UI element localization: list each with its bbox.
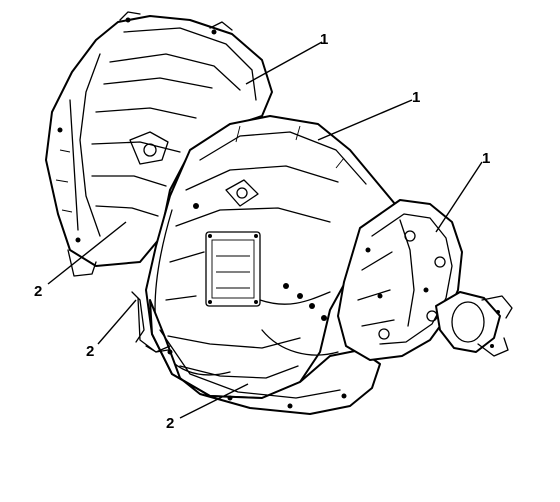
bell-housing (45, 11, 273, 277)
callout-1-main-case: 1 (412, 89, 420, 106)
output-yoke (435, 291, 513, 357)
front-mount-pad (131, 291, 169, 353)
leader-line-1-bell (245, 41, 323, 85)
callout-2-bottom: 2 (166, 415, 174, 432)
extension-housing (337, 199, 463, 361)
callout-2-middle: 2 (86, 343, 94, 360)
callout-2-left: 2 (34, 283, 42, 300)
transmission-assembly (45, 11, 513, 415)
leader-line-1-case (317, 99, 413, 141)
leader-line-2-bottom (179, 383, 249, 419)
leader-line-2-left (47, 221, 127, 285)
callout-labels: 1 1 1 2 2 2 (34, 31, 490, 432)
callout-1-extension: 1 (482, 150, 490, 167)
main-case (145, 115, 401, 399)
leader-lines (47, 41, 483, 419)
leader-line-2-mid (97, 299, 137, 345)
leader-line-1-extension (435, 161, 483, 233)
callout-1-bell-housing: 1 (320, 31, 328, 48)
oil-pan (137, 297, 381, 415)
